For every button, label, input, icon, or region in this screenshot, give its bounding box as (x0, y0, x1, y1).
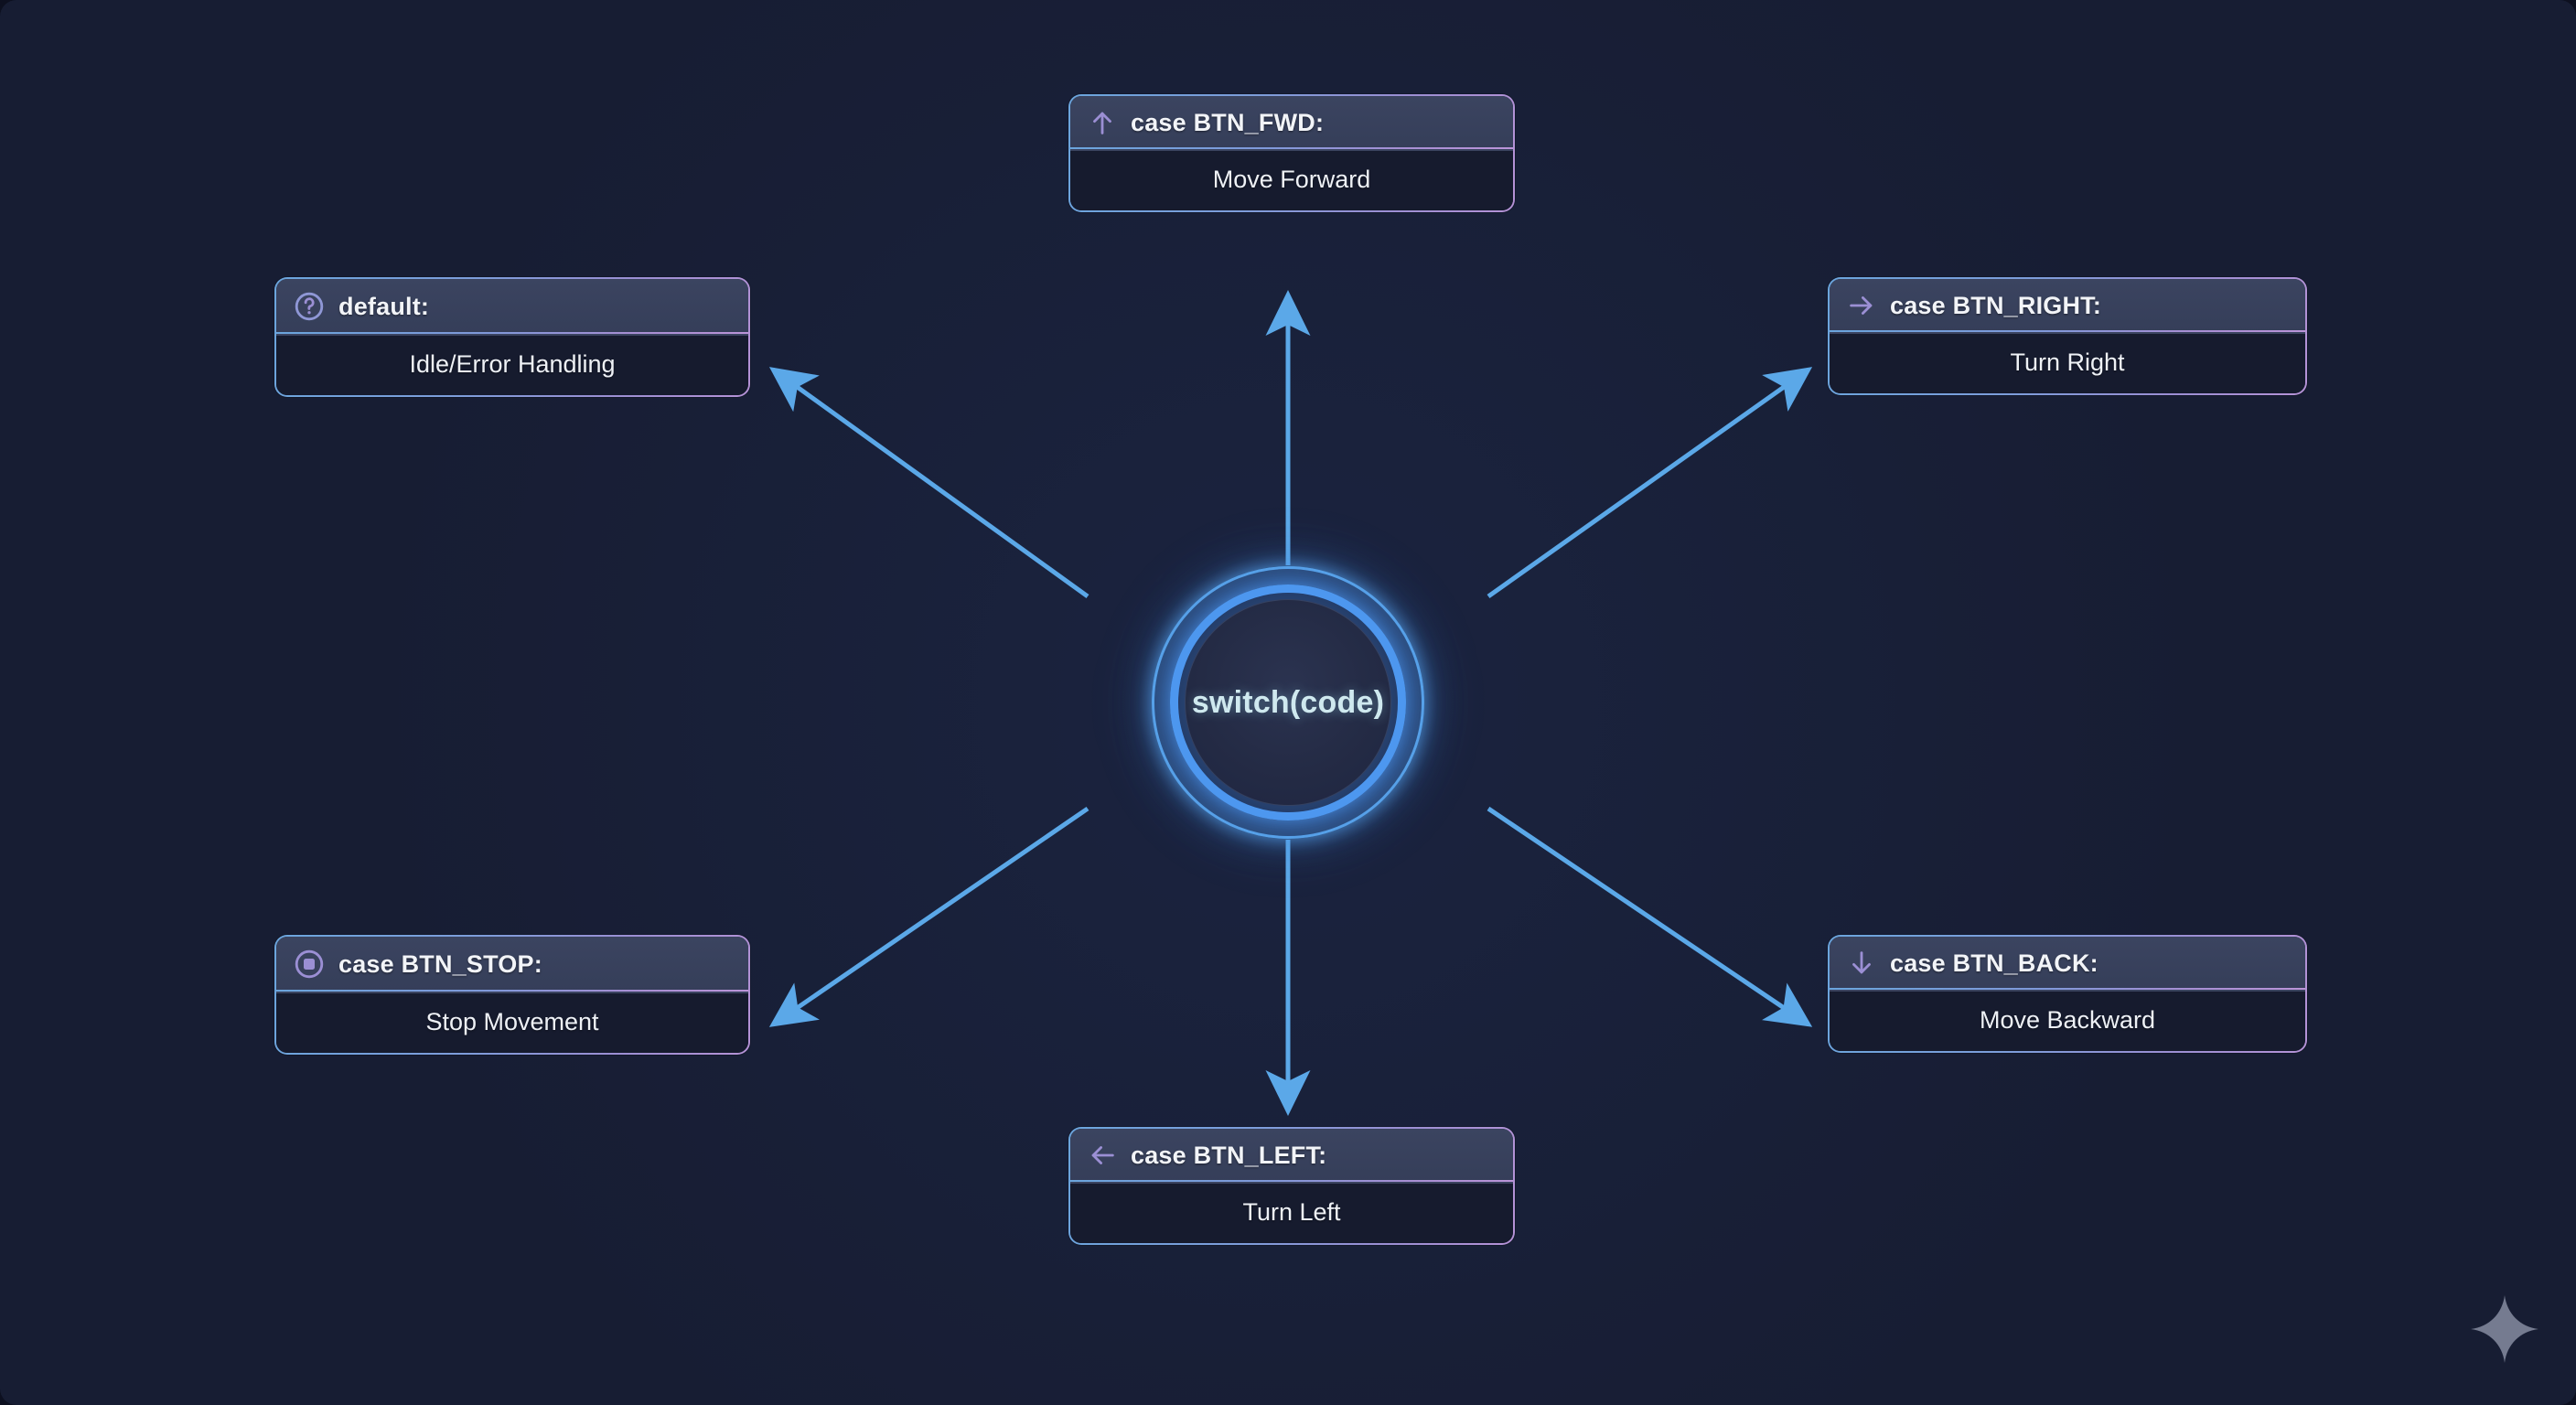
edge-to-stop (768, 806, 1089, 1027)
card-header-right: case BTN_RIGHT: (1830, 279, 2305, 334)
card-desc-back: Move Backward (1979, 1006, 2156, 1034)
card-desc-default: Idle/Error Handling (409, 350, 616, 378)
case-card-back[interactable]: case BTN_BACK: Move Backward (1828, 935, 2307, 1053)
case-card-default[interactable]: default: Idle/Error Handling (274, 277, 750, 397)
hub-ring-outer (1152, 566, 1424, 839)
card-header-back: case BTN_BACK: (1830, 937, 2305, 992)
card-title-fwd: case BTN_FWD: (1131, 108, 1325, 136)
hub-ring-inner (1170, 585, 1406, 820)
case-card-right[interactable]: case BTN_RIGHT: Turn Right (1828, 277, 2307, 395)
card-body-back: Move Backward (1830, 992, 2305, 1051)
arrow-left-icon (1087, 1140, 1118, 1171)
card-desc-left: Turn Left (1242, 1198, 1341, 1226)
card-title-default: default: (338, 292, 430, 320)
card-header-default: default: (276, 279, 748, 336)
case-card-left[interactable]: case BTN_LEFT: Turn Left (1068, 1127, 1515, 1245)
card-desc-stop: Stop Movement (425, 1008, 599, 1035)
edge-to-back (1487, 806, 1813, 1027)
card-desc-right: Turn Right (2010, 349, 2125, 376)
card-header-fwd: case BTN_FWD: (1070, 96, 1513, 151)
card-title-left: case BTN_LEFT: (1131, 1141, 1327, 1169)
center-node-label: switch(code) (1191, 684, 1385, 720)
card-body-fwd: Move Forward (1070, 151, 1513, 210)
question-circle-icon (293, 290, 326, 323)
card-title-stop: case BTN_STOP: (338, 949, 542, 978)
sparkle-icon (2466, 1291, 2543, 1372)
arrow-up-icon (1087, 107, 1118, 138)
center-node[interactable]: switch(code) (1050, 465, 1526, 940)
card-desc-fwd: Move Forward (1212, 166, 1371, 193)
card-header-stop: case BTN_STOP: (276, 937, 748, 993)
hub-core: switch(code) (1185, 599, 1391, 806)
card-title-right: case BTN_RIGHT: (1890, 291, 2102, 319)
arrow-right-icon (1846, 290, 1877, 321)
card-header-left: case BTN_LEFT: (1070, 1129, 1513, 1184)
card-body-right: Turn Right (1830, 334, 2305, 393)
stop-circle-icon (293, 948, 326, 981)
case-card-fwd[interactable]: case BTN_FWD: Move Forward (1068, 94, 1515, 212)
card-body-default: Idle/Error Handling (276, 336, 748, 395)
arrow-down-icon (1846, 948, 1877, 979)
card-body-stop: Stop Movement (276, 993, 748, 1053)
edge-to-right (1487, 367, 1813, 599)
card-body-left: Turn Left (1070, 1184, 1513, 1243)
card-title-back: case BTN_BACK: (1890, 949, 2098, 977)
case-card-stop[interactable]: case BTN_STOP: Stop Movement (274, 935, 750, 1055)
edge-to-default (768, 367, 1089, 599)
